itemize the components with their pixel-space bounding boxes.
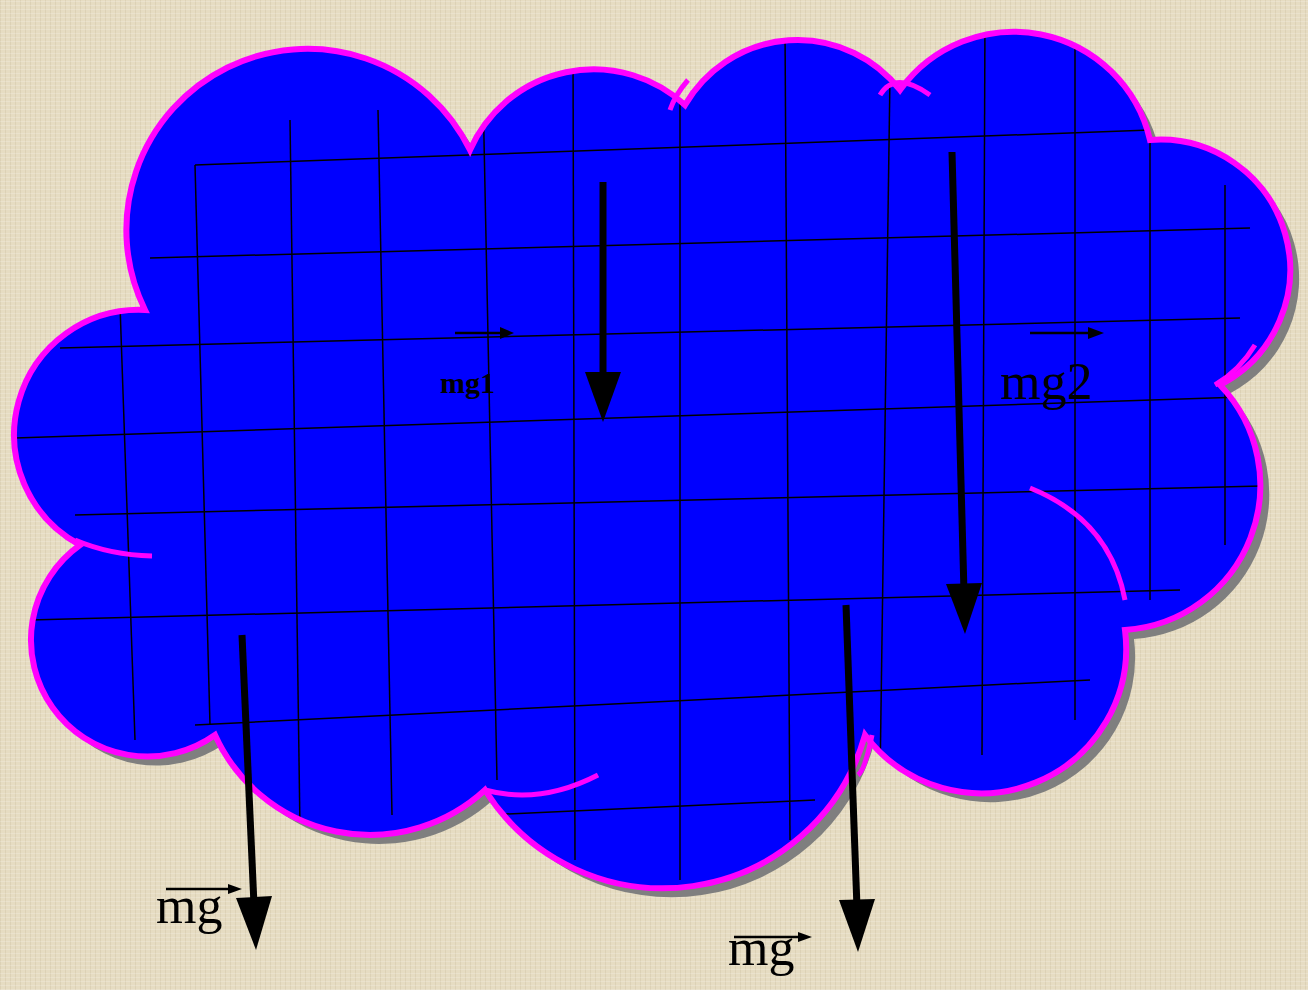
gravity-arrows bbox=[236, 152, 982, 952]
force-label: mg bbox=[156, 880, 222, 932]
grid-lines bbox=[15, 15, 1300, 880]
force-label: mg bbox=[728, 922, 794, 974]
cloud-body bbox=[14, 32, 1290, 889]
cloud-inner-arcs bbox=[75, 80, 1255, 795]
vector-overbars bbox=[166, 327, 1104, 942]
force-label: mg1 bbox=[440, 368, 495, 398]
force-label: mg2 bbox=[1000, 356, 1092, 408]
cloud-outline bbox=[14, 32, 1290, 889]
